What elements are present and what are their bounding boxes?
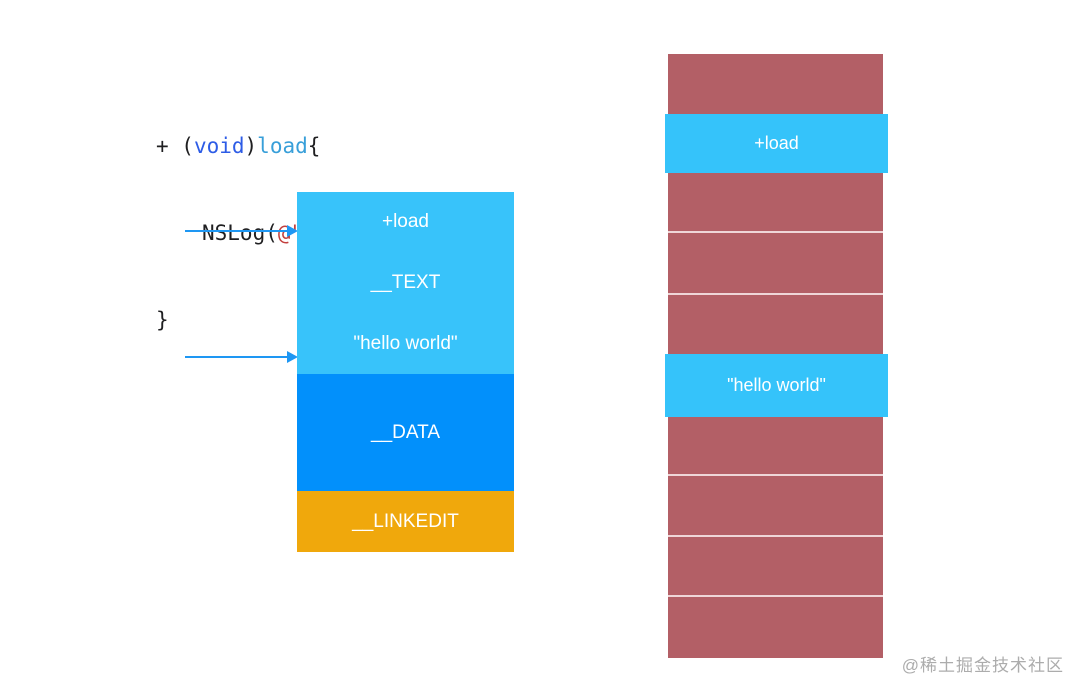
code-line-1: + (void)load{ <box>156 132 480 161</box>
arrow-head-icon <box>287 225 298 237</box>
memory-highlight-row: +load <box>665 114 888 173</box>
segment-text: +load __TEXT "hello world" <box>297 192 514 374</box>
code-plain: { <box>307 134 321 158</box>
memory-row-label: +load <box>754 133 799 153</box>
memory-highlight-row: "hello world" <box>665 354 888 417</box>
code-line-3: } <box>156 306 480 335</box>
segment-data: __DATA <box>297 374 514 491</box>
memory-row <box>668 537 883 597</box>
segment-text-label-string: "hello world" <box>353 332 458 354</box>
arrow-shaft <box>185 356 288 358</box>
memory-row <box>668 476 883 537</box>
memory-row <box>668 233 883 295</box>
code-method-load: load <box>257 134 308 158</box>
code-plain: } <box>156 308 169 332</box>
memory-row <box>668 417 883 476</box>
code-plain: + ( <box>156 134 194 158</box>
segment-text-label-text: __TEXT <box>370 271 441 293</box>
code-keyword-void: void <box>193 134 245 158</box>
macho-stack: +load __TEXT "hello world" __DATA __LINK… <box>297 192 514 552</box>
segment-linkedit: __LINKEDIT <box>297 491 514 552</box>
arrow-to-hello-world <box>185 351 298 363</box>
memory-column: +load "hello world" <box>665 54 888 658</box>
arrow-to-load <box>185 225 298 237</box>
memory-row <box>668 295 883 354</box>
segment-text-label-load: +load <box>381 211 430 233</box>
arrow-head-icon <box>287 351 298 363</box>
segment-linkedit-label: __LINKEDIT <box>352 510 459 532</box>
code-call-nslog: NSLog( <box>202 221 278 245</box>
memory-row <box>668 173 883 233</box>
segment-data-label: __DATA <box>371 421 440 443</box>
memory-row <box>668 54 883 114</box>
watermark: @稀土掘金技术社区 <box>901 656 1064 675</box>
memory-row-label: "hello world" <box>727 375 826 395</box>
memory-row <box>668 597 883 658</box>
arrow-shaft <box>185 230 288 232</box>
code-plain: ) <box>244 134 258 158</box>
